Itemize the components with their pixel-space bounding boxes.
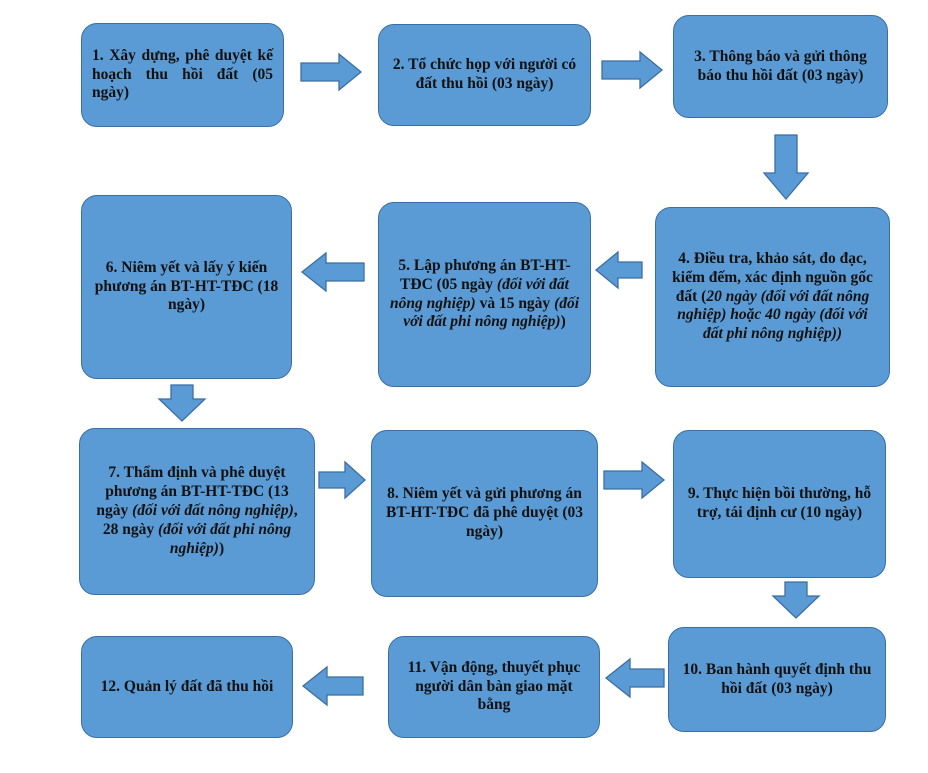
step-7-text: 7. Thẩm định và phê duyệt phương án BT-H…: [90, 464, 304, 559]
step-7-text-run: ): [218, 539, 225, 557]
step-1-box: 1. Xây dựng, phê duyệt kế hoạch thu hồi …: [81, 23, 284, 127]
arrow-6-to-7: [157, 384, 207, 422]
step-9-box: 9. Thực hiện bồi thường, hỗ trợ, tái địn…: [673, 430, 886, 578]
arrow-5-to-6: [300, 251, 365, 293]
step-3-box: 3. Thông báo và gửi thông báo thu hồi đấ…: [673, 15, 888, 118]
arrow-9-to-10: [771, 581, 821, 619]
arrow-3-to-4: [762, 134, 810, 201]
step-12-box: 12. Quản lý đất đã thu hồi: [81, 636, 293, 738]
step-8-box: 8. Niêm yết và gửi phương án BT-HT-TĐC đ…: [371, 430, 598, 597]
step-10-box: 10. Ban hành quyết định thu hồi đất (03 …: [668, 627, 886, 732]
step-5-text-run: 5. Lập phương án BT-HT-TĐC (05 ngày: [398, 256, 571, 293]
step-7-text-run: 7. Thẩm định và phê duyệt phương án BT-H…: [96, 464, 289, 520]
step-11-text: 11. Vận động, thuyết phục người dân bàn …: [399, 659, 589, 716]
step-4-text-run: 4. Điều tra, khảo sát, đo đạc, kiểm đếm,…: [672, 249, 873, 305]
step-2-box: 2. Tổ chức họp với người có đất thu hồi …: [378, 24, 591, 126]
step-3-text: 3. Thông báo và gửi thông báo thu hồi đấ…: [684, 48, 877, 86]
step-2-text-run: 2. Tổ chức họp với người có đất thu hồi …: [392, 56, 577, 92]
arrow-2-to-3: [601, 50, 664, 90]
step-4-text: 4. Điều tra, khảo sát, đo đạc, kiểm đếm,…: [666, 250, 879, 345]
step-7-text-run: (đối với đất nông nghiệp): [132, 502, 294, 520]
arrow-4-to-5: [594, 250, 643, 290]
step-6-text-run: 6. Niêm yết và lấy ý kiến phương án BT-H…: [94, 258, 279, 314]
step-11-text-run: 11. Vận động, thuyết phục người dân bàn …: [407, 658, 581, 714]
step-9-text: 9. Thực hiện bồi thường, hỗ trợ, tái địn…: [684, 485, 875, 523]
arrow-8-to-9: [603, 460, 666, 500]
step-10-text: 10. Ban hành quyết định thu hồi đất (03 …: [679, 661, 875, 699]
step-1-text-run: 1. Xây dựng, phê duyệt kế hoạch thu hồi …: [92, 46, 273, 102]
step-5-text-run: (đối với đất phi nông nghiệp): [403, 294, 580, 331]
step-4-text-run: 20 ngày (đối với đất nông nghiệp) hoặc 4…: [677, 287, 870, 343]
step-5-text-run: (đối với đất nông nghiệp): [389, 275, 569, 312]
step-8-text: 8. Niêm yết và gửi phương án BT-HT-TĐC đ…: [382, 485, 587, 542]
step-11-box: 11. Vận động, thuyết phục người dân bàn …: [388, 636, 600, 738]
step-5-box: 5. Lập phương án BT-HT-TĐC (05 ngày (đối…: [378, 202, 591, 387]
step-6-text: 6. Niêm yết và lấy ý kiến phương án BT-H…: [92, 259, 281, 316]
arrow-1-to-2: [300, 52, 363, 92]
step-6-box: 6. Niêm yết và lấy ý kiến phương án BT-H…: [81, 195, 292, 379]
step-5-text: 5. Lập phương án BT-HT-TĐC (05 ngày (đối…: [389, 257, 580, 333]
step-7-box: 7. Thẩm định và phê duyệt phương án BT-H…: [79, 428, 315, 595]
step-12-text-run: 12. Quản lý đất đã thu hồi: [100, 677, 274, 695]
step-9-text-run: 9. Thực hiện bồi thường, hỗ trợ, tái địn…: [687, 485, 872, 521]
arrow-7-to-8: [318, 460, 366, 500]
step-3-text-run: 3. Thông báo và gửi thông báo thu hồi đấ…: [694, 47, 867, 84]
step-7-text-run: (đối với đất phi nông nghiệp): [157, 520, 292, 557]
step-2-text: 2. Tổ chức họp với người có đất thu hồi …: [389, 56, 580, 94]
arrow-11-to-12: [301, 665, 364, 707]
arrow-10-to-11: [604, 657, 665, 699]
step-7-text-run: , 28 ngày: [102, 502, 298, 538]
step-4-box: 4. Điều tra, khảo sát, đo đạc, kiểm đếm,…: [655, 207, 890, 387]
step-8-text-run: 8. Niêm yết và gửi phương án BT-HT-TĐC đ…: [386, 485, 583, 540]
step-5-text-run: ): [560, 313, 566, 331]
step-1-text: 1. Xây dựng, phê duyệt kế hoạch thu hồi …: [92, 47, 273, 104]
step-5-text-run: và 15 ngày: [475, 294, 555, 312]
step-12-text: 12. Quản lý đất đã thu hồi: [101, 678, 274, 697]
step-10-text-run: 10. Ban hành quyết định thu hồi đất (03 …: [682, 660, 872, 697]
